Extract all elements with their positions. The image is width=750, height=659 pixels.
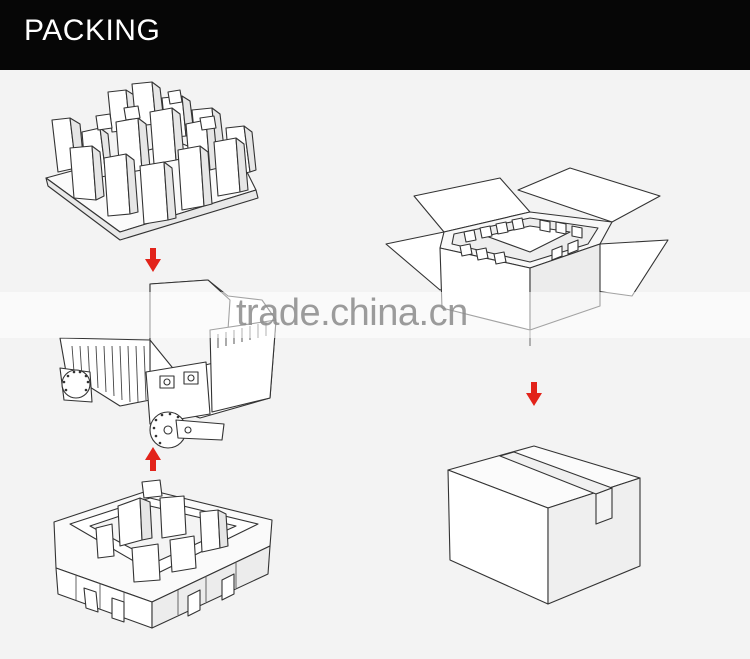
foam-tray-top-icon <box>45 81 259 241</box>
watermark-band <box>0 292 750 338</box>
arrow-up-icon <box>145 447 161 471</box>
foam-tray-bottom-icon <box>53 479 273 629</box>
page-title: PACKING <box>24 14 161 47</box>
arrow-down-icon <box>145 248 161 272</box>
open-carton-icon <box>385 167 669 346</box>
closed-carton-icon <box>447 445 641 605</box>
watermark-text: trade.china.cn <box>236 292 468 334</box>
packing-diagram <box>45 81 669 629</box>
arrow-down-icon <box>526 382 542 406</box>
header-bar: PACKING <box>0 0 750 70</box>
